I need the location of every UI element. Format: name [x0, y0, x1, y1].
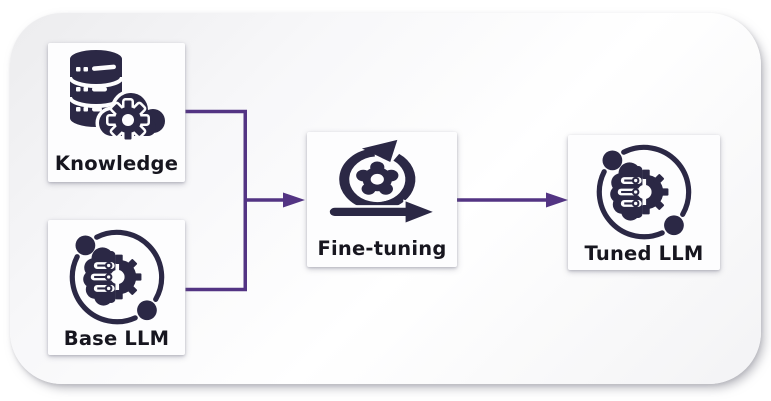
node-tuned-llm-label: Tuned LLM: [584, 242, 704, 265]
node-tuned-llm: Tuned LLM: [568, 135, 720, 270]
node-fine-tuning: Fine-tuning: [307, 132, 457, 267]
database-gear-icon: [66, 48, 168, 148]
iteration-gear-icon: [323, 137, 441, 233]
brain-gear-icon: [65, 225, 169, 329]
node-knowledge: Knowledge: [48, 43, 185, 182]
node-base-llm: Base LLM: [48, 220, 185, 355]
brain-gear-icon: [592, 140, 696, 244]
node-base-llm-label: Base LLM: [63, 327, 170, 350]
node-fine-tuning-label: Fine-tuning: [317, 236, 447, 260]
node-knowledge-label: Knowledge: [54, 151, 179, 175]
